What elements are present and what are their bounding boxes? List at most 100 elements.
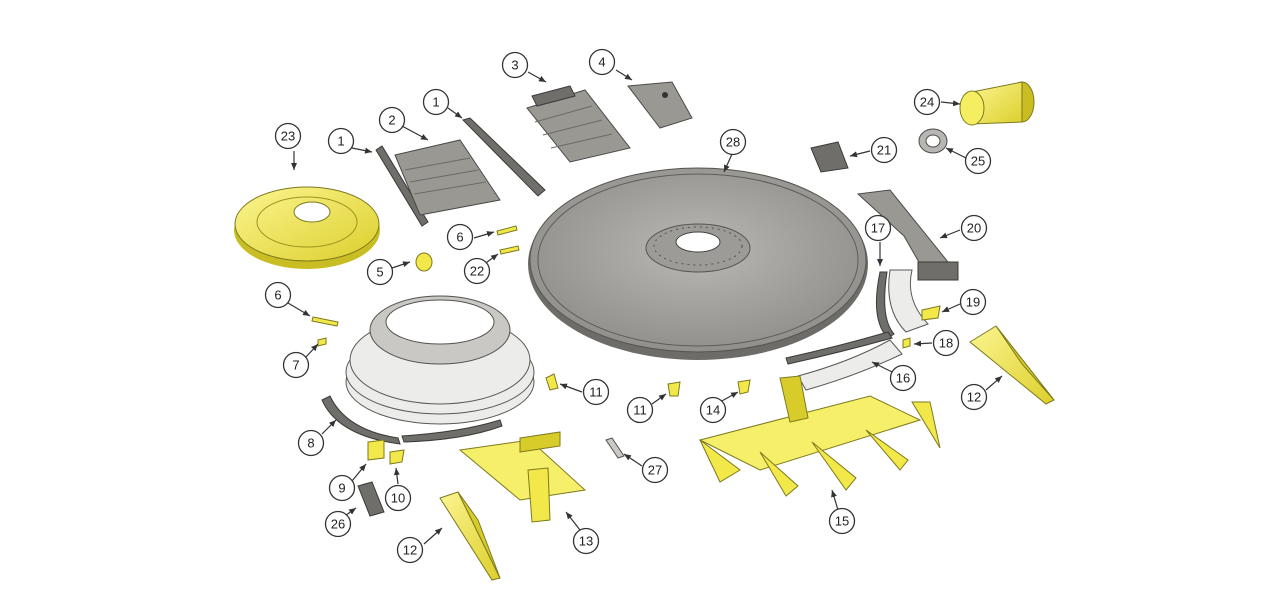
callout-number: 15 <box>835 514 849 529</box>
callout-number: 16 <box>896 371 910 386</box>
callout-number: 12 <box>403 543 417 558</box>
callout-circle <box>446 223 474 251</box>
callout-circle <box>960 383 988 411</box>
spring-part-27 <box>605 437 625 459</box>
callout-number: 5 <box>376 265 383 280</box>
part-callout-6: 6 <box>264 281 292 309</box>
callout-circle <box>626 396 654 424</box>
callout-number: 21 <box>877 143 891 158</box>
yellow-divider-part-12-left <box>439 491 501 581</box>
yellow-frame-part-15 <box>698 375 941 497</box>
part-callout-12: 12 <box>396 536 424 564</box>
callout-number: 24 <box>920 95 934 110</box>
part-callout-25: 25 <box>964 147 992 175</box>
callout-circle <box>864 214 892 242</box>
pin-part-6-upper <box>496 225 518 236</box>
callout-circle <box>378 106 406 134</box>
callout-circle <box>889 364 917 392</box>
part-callout-15: 15 <box>828 507 856 535</box>
callout-circle <box>463 257 491 285</box>
callout-number: 28 <box>726 135 740 150</box>
callout-number: 19 <box>966 295 980 310</box>
callout-circle <box>327 127 355 155</box>
callout-number: 14 <box>706 403 720 418</box>
part-callout-16: 16 <box>889 364 917 392</box>
curved-segment-part-16 <box>785 331 903 391</box>
callout-number: 2 <box>388 113 395 128</box>
callout-circle <box>396 536 424 564</box>
callout-circle <box>719 128 747 156</box>
callout-circle <box>959 288 987 316</box>
clip-part-9 <box>367 439 385 461</box>
callout-circle <box>588 48 616 76</box>
clip-part-10 <box>389 449 405 465</box>
part-callout-20: 20 <box>960 214 988 242</box>
curved-segment-part-17 <box>875 269 929 339</box>
callout-circle <box>366 258 394 286</box>
yellow-hub-disc-part-23 <box>234 186 380 269</box>
callout-number: 9 <box>338 481 345 496</box>
callout-number: 1 <box>432 95 439 110</box>
callout-number: 25 <box>971 154 985 169</box>
plate-part-3 <box>526 85 631 163</box>
callout-circle <box>932 329 960 357</box>
callout-circle <box>384 484 412 512</box>
part-callout-26: 26 <box>324 510 352 538</box>
part-callout-5: 5 <box>366 258 394 286</box>
part-callout-19: 19 <box>959 288 987 316</box>
part-callout-3: 3 <box>501 51 529 79</box>
part-callout-6: 6 <box>446 223 474 251</box>
pin-part-22 <box>499 245 520 255</box>
callout-circle <box>870 136 898 164</box>
part-callout-17: 17 <box>864 214 892 242</box>
callout-number: 1 <box>337 134 344 149</box>
callout-number: 23 <box>281 129 295 144</box>
clip-part-11-right <box>667 381 681 397</box>
callout-circle <box>913 88 941 116</box>
part-callout-11: 11 <box>582 378 610 406</box>
callout-number: 4 <box>598 55 605 70</box>
callout-number: 17 <box>871 221 885 236</box>
leader-lines <box>287 69 1003 545</box>
part-callout-1: 1 <box>422 88 450 116</box>
yellow-cylinder-part-24 <box>959 81 1035 126</box>
callout-circle <box>328 474 356 502</box>
nut-part-5 <box>415 252 433 272</box>
callout-number: 6 <box>274 288 281 303</box>
callout-number: 13 <box>579 534 593 549</box>
part-callout-23: 23 <box>274 122 302 150</box>
callout-circle <box>422 88 450 116</box>
part-callout-28: 28 <box>719 128 747 156</box>
callout-number: 12 <box>967 390 981 405</box>
part-callout-2: 2 <box>378 106 406 134</box>
cover-plate-part-2 <box>394 139 501 216</box>
callout-circle <box>582 378 610 406</box>
part-callout-9: 9 <box>328 474 356 502</box>
callout-circle <box>264 281 292 309</box>
arm-part-20 <box>856 189 959 281</box>
part-callout-14: 14 <box>699 396 727 424</box>
part-callout-18: 18 <box>932 329 960 357</box>
part-callout-4: 4 <box>588 48 616 76</box>
callout-circle <box>960 214 988 242</box>
part-callout-12: 12 <box>960 383 988 411</box>
bracket-part-1-right <box>462 117 546 197</box>
callout-number: 27 <box>648 463 662 478</box>
bracket-part-21 <box>810 141 849 173</box>
toothed-disc-stack <box>345 295 535 425</box>
clip-part-11-left <box>545 373 559 391</box>
callout-circle <box>964 147 992 175</box>
part-callout-7: 7 <box>282 351 310 379</box>
part-callout-1: 1 <box>327 127 355 155</box>
callout-circle <box>324 510 352 538</box>
cutting-disc-part-28 <box>528 167 868 360</box>
callout-number: 6 <box>456 230 463 245</box>
small-bracket-part-19 <box>921 305 941 321</box>
callout-number: 22 <box>470 264 484 279</box>
part-callout-13: 13 <box>572 527 600 555</box>
callout-circle <box>297 429 325 457</box>
callout-number: 11 <box>589 385 603 400</box>
callout-number: 20 <box>967 221 981 236</box>
seal-ring-part-25 <box>918 128 948 154</box>
